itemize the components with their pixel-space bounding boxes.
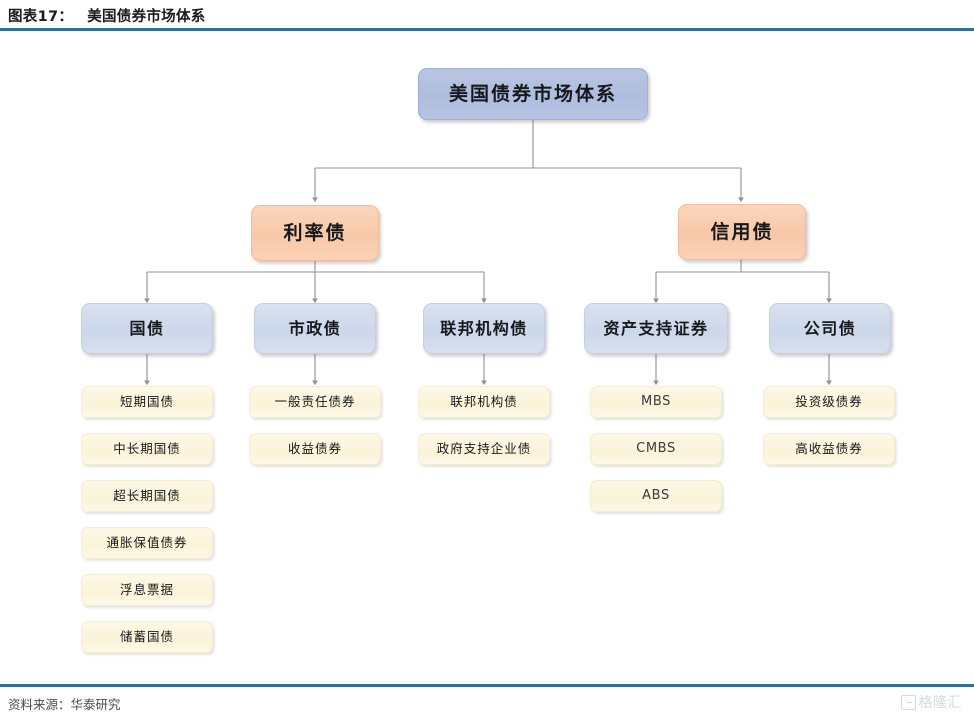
watermark-label: 格隆汇 xyxy=(918,695,962,711)
leaf-node[interactable]: 联邦机构债 xyxy=(418,386,550,418)
leaf-label: 储蓄国债 xyxy=(119,629,174,645)
leaf-node[interactable]: 收益债券 xyxy=(249,433,381,465)
title-row: 图表17： 美国债券市场体系 xyxy=(8,5,206,26)
footer-divider xyxy=(0,684,974,687)
leaf-node[interactable]: 短期国债 xyxy=(81,386,213,418)
node-level3-municipal[interactable]: 市政债 xyxy=(254,303,376,354)
node-level3-corporate[interactable]: 公司债 xyxy=(769,303,891,354)
leaf-node[interactable]: 一般责任债券 xyxy=(249,386,381,418)
node-level3-federal-agency[interactable]: 联邦机构债 xyxy=(423,303,545,354)
leaf-label: 超长期国债 xyxy=(113,488,181,504)
watermark: 格隆汇 xyxy=(900,692,963,712)
leaf-label: 浮息票据 xyxy=(119,582,174,598)
figure-label: 图表17： xyxy=(8,9,74,25)
leaf-label: MBS xyxy=(641,393,671,409)
node-level3-asset-backed[interactable]: 资产支持证券 xyxy=(584,303,728,354)
leaf-node[interactable]: 超长期国债 xyxy=(81,480,213,512)
leaf-node[interactable]: 浮息票据 xyxy=(81,574,213,606)
node-level2-label: 利率债 xyxy=(283,221,347,244)
leaf-label: 通胀保值债券 xyxy=(106,535,188,551)
leaf-label: 投资级债券 xyxy=(795,394,863,410)
node-root[interactable]: 美国债券市场体系 xyxy=(418,68,648,120)
page-title: 美国债券市场体系 xyxy=(87,9,206,25)
tree-diagram: 美国债券市场体系 利率债 信用债 国债 市政债 联邦机构债 资产支持证券 公司债… xyxy=(0,32,974,682)
g-logo-icon xyxy=(900,694,916,710)
leaf-label: 联邦机构债 xyxy=(450,394,518,410)
node-level3-label: 市政债 xyxy=(288,318,342,338)
leaf-label: 收益债券 xyxy=(287,441,342,457)
leaf-node[interactable]: CMBS xyxy=(590,433,722,465)
node-level3-label: 资产支持证券 xyxy=(603,318,709,338)
leaf-node[interactable]: 储蓄国债 xyxy=(81,621,213,653)
leaf-label: ABS xyxy=(642,487,670,503)
node-level2-interest-rate-bonds[interactable]: 利率债 xyxy=(251,205,379,261)
node-level3-label: 国债 xyxy=(129,318,165,338)
node-level2-credit-bonds[interactable]: 信用债 xyxy=(678,204,806,260)
leaf-label: 中长期国债 xyxy=(113,441,181,457)
leaf-label: 短期国债 xyxy=(119,394,174,410)
leaf-node[interactable]: ABS xyxy=(590,480,722,512)
figure-header: 图表17： 美国债券市场体系 xyxy=(0,0,974,32)
leaf-label: 高收益债券 xyxy=(795,441,863,457)
leaf-node[interactable]: 政府支持企业债 xyxy=(418,433,550,465)
node-level3-label: 联邦机构债 xyxy=(440,318,528,338)
node-level2-label: 信用债 xyxy=(710,220,774,243)
source-note: 资料来源：华泰研究 xyxy=(8,697,121,712)
node-level3-label: 公司债 xyxy=(803,318,857,338)
node-level3-treasury[interactable]: 国债 xyxy=(81,303,213,354)
header-divider xyxy=(0,28,974,31)
leaf-node[interactable]: 通胀保值债券 xyxy=(81,527,213,559)
leaf-node[interactable]: 投资级债券 xyxy=(763,386,895,418)
leaf-node[interactable]: 中长期国债 xyxy=(81,433,213,465)
leaf-node[interactable]: MBS xyxy=(590,386,722,418)
leaf-label: CMBS xyxy=(636,440,676,456)
leaf-label: 政府支持企业债 xyxy=(436,441,532,457)
leaf-node[interactable]: 高收益债券 xyxy=(763,433,895,465)
leaf-label: 一般责任债券 xyxy=(274,394,356,410)
node-root-label: 美国债券市场体系 xyxy=(448,82,617,105)
